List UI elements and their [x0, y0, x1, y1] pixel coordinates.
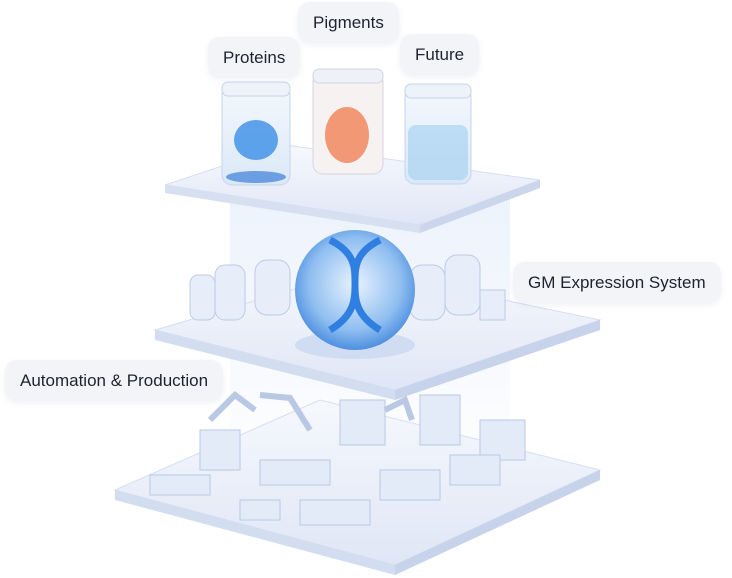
automation-platform — [113, 391, 602, 575]
future-jar — [404, 83, 472, 185]
expression-platform — [153, 230, 602, 400]
label-future: Future — [400, 34, 480, 75]
label-gm-expression-system: GM Expression System — [513, 262, 721, 303]
label-automation-production: Automation & Production — [5, 360, 224, 401]
label-proteins: Proteins — [208, 37, 301, 78]
pigment-jar — [312, 68, 384, 175]
protein-jar — [221, 81, 291, 186]
dna-helix-icon — [328, 236, 382, 333]
label-pigments: Pigments — [298, 2, 399, 43]
